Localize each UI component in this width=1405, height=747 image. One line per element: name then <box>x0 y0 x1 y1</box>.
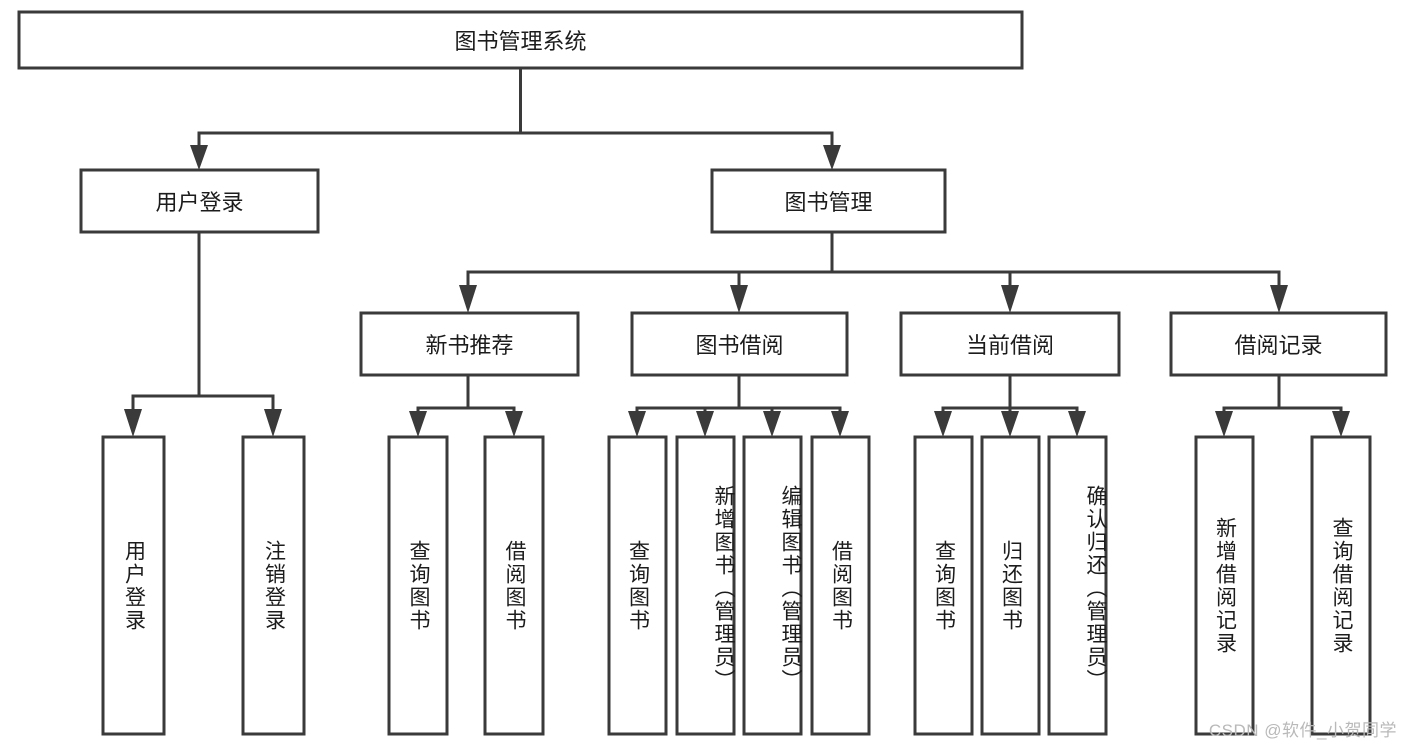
arrowhead-borrow-record <box>1270 285 1288 313</box>
node-box-user-login[interactable] <box>79 168 320 234</box>
arrowhead-leaf-edit-book <box>763 411 781 437</box>
node-box-leaf-borrow-book-2[interactable] <box>810 435 871 736</box>
arrowhead-leaf-query-book-1 <box>409 411 427 437</box>
node-box-new-book-recommend[interactable] <box>359 311 580 377</box>
arrowhead-leaf-borrow-book-1 <box>505 411 523 437</box>
node-box-leaf-query-book-3[interactable] <box>913 435 974 736</box>
node-box-borrow-record[interactable] <box>1169 311 1388 377</box>
node-box-leaf-query-book-1[interactable] <box>387 435 449 736</box>
arrowhead-leaf-query-record <box>1332 411 1350 437</box>
arrowhead-leaf-user-login <box>124 409 142 437</box>
arrowhead-leaf-logout-login <box>264 409 282 437</box>
arrowhead-leaf-add-book <box>696 411 714 437</box>
arrowhead-leaf-return-book <box>1001 411 1019 437</box>
node-box-leaf-add-record[interactable] <box>1194 435 1255 736</box>
arrowhead-leaf-query-book-2 <box>628 411 646 437</box>
node-box-leaf-borrow-book-1[interactable] <box>483 435 545 736</box>
node-box-leaf-query-book-2[interactable] <box>607 435 668 736</box>
node-box-leaf-confirm-return[interactable] <box>1047 435 1108 736</box>
node-box-current-borrow[interactable] <box>899 311 1121 377</box>
arrowhead-leaf-confirm-return <box>1068 411 1086 437</box>
node-box-book-management[interactable] <box>710 168 947 234</box>
arrowhead-new-book-recommend <box>459 285 477 313</box>
node-box-book-borrow[interactable] <box>630 311 849 377</box>
node-box-leaf-user-login[interactable] <box>101 435 166 736</box>
node-box-leaf-add-book[interactable] <box>675 435 736 736</box>
node-box-leaf-query-record[interactable] <box>1310 435 1372 736</box>
arrowhead-book-management <box>823 145 841 170</box>
node-box-leaf-logout-login[interactable] <box>241 435 306 736</box>
arrowhead-current-borrow <box>1001 285 1019 313</box>
arrowhead-user-login <box>190 145 208 170</box>
arrowhead-book-borrow <box>730 285 748 313</box>
arrowhead-leaf-borrow-book-2 <box>831 411 849 437</box>
arrowhead-leaf-add-record <box>1215 411 1233 437</box>
arrowhead-leaf-query-book-3 <box>934 411 952 437</box>
node-box-leaf-return-book[interactable] <box>980 435 1041 736</box>
node-box-leaf-edit-book[interactable] <box>742 435 803 736</box>
node-box-root[interactable] <box>17 10 1024 70</box>
